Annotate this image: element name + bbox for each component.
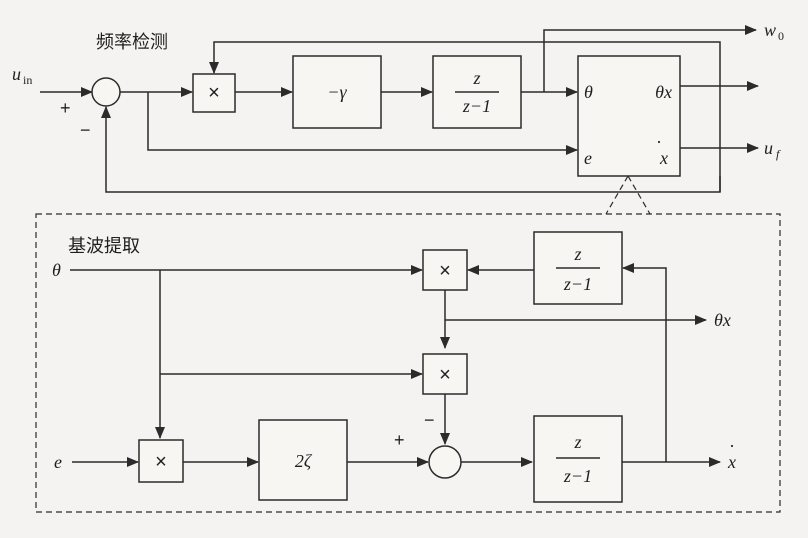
- svg-text:w: w: [764, 20, 776, 40]
- theta-input-label: θ: [52, 260, 61, 280]
- integrator-lower-num: z: [573, 432, 581, 452]
- svg-text:u: u: [764, 138, 773, 158]
- callout-left: [605, 175, 629, 215]
- frequency-detection-title: 频率检测: [96, 32, 168, 53]
- negative-feedback-line: [101, 106, 721, 193]
- integrator-upper-num: z: [573, 244, 581, 264]
- minus-sign-bottom: −: [424, 410, 435, 430]
- integrator-upper-den: z−1: [563, 274, 592, 294]
- multiplier-b: [422, 353, 468, 395]
- port-xdot-label: x: [659, 148, 668, 168]
- gain-2zeta-block: [258, 419, 348, 501]
- multiplier-c-symbol: ×: [155, 451, 167, 473]
- svg-text:in: in: [23, 73, 32, 87]
- port-e-label: e: [584, 148, 592, 168]
- summing-junction-bottom: [428, 445, 462, 479]
- plus-sign-top: +: [60, 98, 71, 118]
- gain-gamma-block: [292, 55, 382, 129]
- integrator-top: [432, 55, 522, 129]
- xdot-out-label: x: [727, 452, 736, 472]
- fundamental-extraction-block: [577, 55, 681, 177]
- minus-sign-top: −: [80, 120, 91, 140]
- integrator-top-den: z−1: [462, 96, 491, 116]
- uf-output-label: u f: [764, 138, 781, 161]
- feedback-to-mult-line: [209, 41, 721, 192]
- fundamental-extraction-detail-frame: [35, 213, 781, 513]
- plus-sign-bottom: +: [394, 430, 405, 450]
- theta-x-out-label: θx: [714, 310, 731, 330]
- svg-text:u: u: [12, 64, 21, 84]
- multiplier-top-symbol: ×: [208, 82, 220, 104]
- xdot-out-dot: ·: [729, 436, 735, 456]
- multiplier-a-symbol: ×: [439, 260, 451, 282]
- multiplier-top: [192, 73, 236, 113]
- callout-right: [627, 175, 651, 215]
- multiplier-a: [422, 249, 468, 291]
- svg-text:f: f: [776, 147, 781, 161]
- gain-gamma-label: −γ: [327, 82, 347, 102]
- e-input-label: e: [54, 452, 62, 472]
- gain-2zeta-label: 2ζ: [295, 451, 313, 471]
- integrator-top-num: z: [472, 68, 480, 88]
- svg-text:0: 0: [778, 29, 784, 43]
- multiplier-b-symbol: ×: [439, 364, 451, 386]
- fundamental-extraction-title: 基波提取: [68, 236, 140, 257]
- input-u-in-label: u in: [12, 64, 32, 87]
- w0-output-line: [543, 25, 757, 92]
- port-theta-label: θ: [584, 82, 593, 102]
- w0-output-label: w 0: [764, 20, 784, 43]
- integrator-lower: [533, 415, 623, 503]
- e-signal-line: [147, 92, 578, 155]
- integrator-lower-den: z−1: [563, 466, 592, 486]
- port-xdot-dot: ·: [656, 132, 662, 152]
- multiplier-c: [138, 439, 184, 483]
- summing-junction-top: [91, 77, 121, 107]
- port-theta-x-label: θx: [655, 82, 672, 102]
- xdot-feedback-line: [622, 263, 667, 462]
